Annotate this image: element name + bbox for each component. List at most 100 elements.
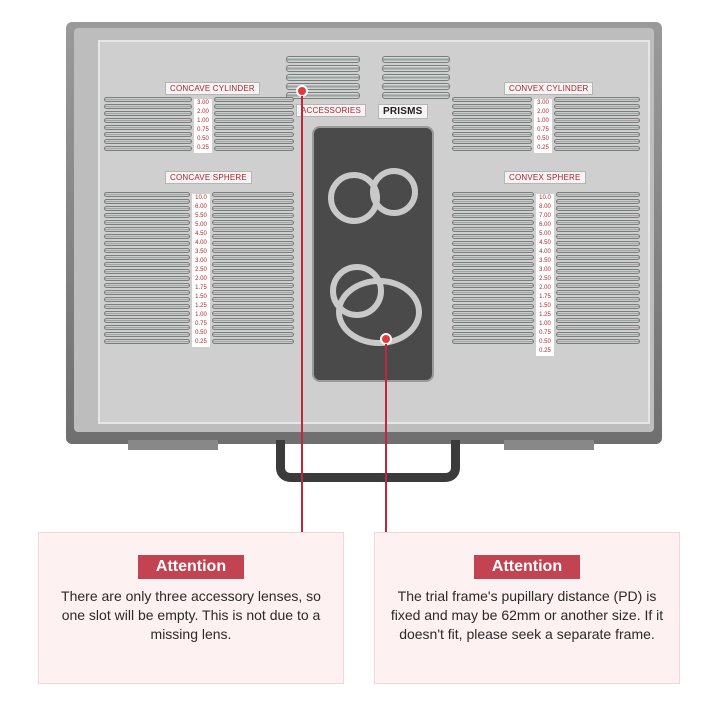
trial-lens (212, 269, 294, 274)
lens-power-value: 0.25 (197, 145, 209, 151)
lens-power-value: 1.75 (539, 294, 551, 300)
trial-lens (212, 206, 294, 211)
leader-line-frame (385, 344, 387, 532)
trial-lens (104, 269, 190, 274)
lens-power-value: 0.75 (539, 330, 551, 336)
attention-title: Attention (137, 555, 245, 579)
trial-lens (556, 241, 640, 246)
trial-lens (452, 262, 534, 267)
trial-lens (556, 290, 640, 295)
trial-frame-pouch (312, 126, 434, 382)
trial-lens (212, 297, 294, 302)
lens-power-value: 0.25 (537, 145, 549, 151)
trial-lens (104, 206, 190, 211)
trial-lens (104, 276, 190, 281)
trial-lens (452, 255, 534, 260)
trial-lens (104, 297, 190, 302)
lens-power-value: 1.00 (195, 312, 207, 318)
trial-lens (556, 206, 640, 211)
trial-lens (104, 213, 190, 218)
trial-lens (212, 199, 294, 204)
trial-lens (104, 234, 190, 239)
lens-power-value: 3.00 (539, 267, 551, 273)
concave-sphere-lenses-right (212, 192, 294, 346)
trial-lens (452, 220, 534, 225)
trial-lens (556, 234, 640, 239)
trial-lens (212, 283, 294, 288)
lens-power-value: 2.50 (195, 267, 207, 273)
convex-cylinder-lenses-right (554, 97, 640, 153)
trial-lens (556, 332, 640, 337)
trial-lens (452, 276, 534, 281)
trial-lens (104, 332, 190, 337)
trial-lens (452, 192, 534, 197)
trial-lens (212, 304, 294, 309)
trial-lens (104, 311, 190, 316)
trial-lens (212, 241, 294, 246)
lens-power-value: 1.00 (539, 321, 551, 327)
trial-lens (104, 262, 190, 267)
trial-lens (104, 304, 190, 309)
lens-power-value: 1.50 (195, 294, 207, 300)
lens-power-value: 1.50 (539, 303, 551, 309)
lens-power-value: 2.00 (195, 276, 207, 282)
trial-lens (212, 318, 294, 323)
lens-power-value: 10.0 (539, 195, 551, 201)
trial-lens (104, 290, 190, 295)
lens-power-value: 3.00 (537, 100, 549, 106)
trial-lens (104, 192, 190, 197)
trial-lens (556, 283, 640, 288)
lens-power-value: 0.50 (195, 330, 207, 336)
trial-lens (212, 262, 294, 267)
trial-lens (556, 339, 640, 344)
accessory-lens-slots (286, 56, 360, 101)
trial-lens (212, 192, 294, 197)
trial-lens (452, 234, 534, 239)
trial-lens (452, 199, 534, 204)
trial-lens (452, 269, 534, 274)
lens-power-value: 5.00 (539, 231, 551, 237)
trial-lens (212, 325, 294, 330)
trial-lens (212, 234, 294, 239)
trial-lens (104, 325, 190, 330)
lens-power-value: 0.50 (537, 136, 549, 142)
case-handle (276, 440, 460, 482)
trial-lens (212, 276, 294, 281)
trial-lens (556, 213, 640, 218)
trial-lens (452, 213, 534, 218)
trial-lens (556, 269, 640, 274)
case-hinge-right (504, 440, 594, 450)
leader-line-accessory (301, 96, 303, 532)
lens-power-value: 8.00 (539, 204, 551, 210)
trial-lens (556, 318, 640, 323)
trial-lens (212, 213, 294, 218)
trial-lens (556, 220, 640, 225)
trial-lens (556, 262, 640, 267)
trial-lens (104, 241, 190, 246)
lens-power-value: 1.00 (537, 118, 549, 124)
lens-power-value: 4.00 (539, 249, 551, 255)
lens-power-value: 0.75 (197, 127, 209, 133)
lens-power-value: 3.50 (195, 249, 207, 255)
label-concave-cylinder: CONCAVE CYLINDER (165, 82, 260, 95)
trial-lens (452, 227, 534, 232)
trial-lens (104, 227, 190, 232)
trial-lens (104, 283, 190, 288)
trial-lens (556, 325, 640, 330)
lens-power-value: 2.00 (197, 109, 209, 115)
trial-lens (452, 290, 534, 295)
trial-lens (556, 297, 640, 302)
trial-lens (212, 255, 294, 260)
lens-power-value: 1.25 (539, 312, 551, 318)
trial-lens (556, 199, 640, 204)
trial-lens (452, 304, 534, 309)
lens-power-value: 0.50 (197, 136, 209, 142)
trial-lens (212, 227, 294, 232)
trial-lens (556, 248, 640, 253)
label-concave-sphere: CONCAVE SPHERE (165, 171, 252, 184)
trial-lens (556, 311, 640, 316)
convex-sphere-lenses-left (452, 192, 534, 346)
lens-power-value: 1.00 (197, 118, 209, 124)
